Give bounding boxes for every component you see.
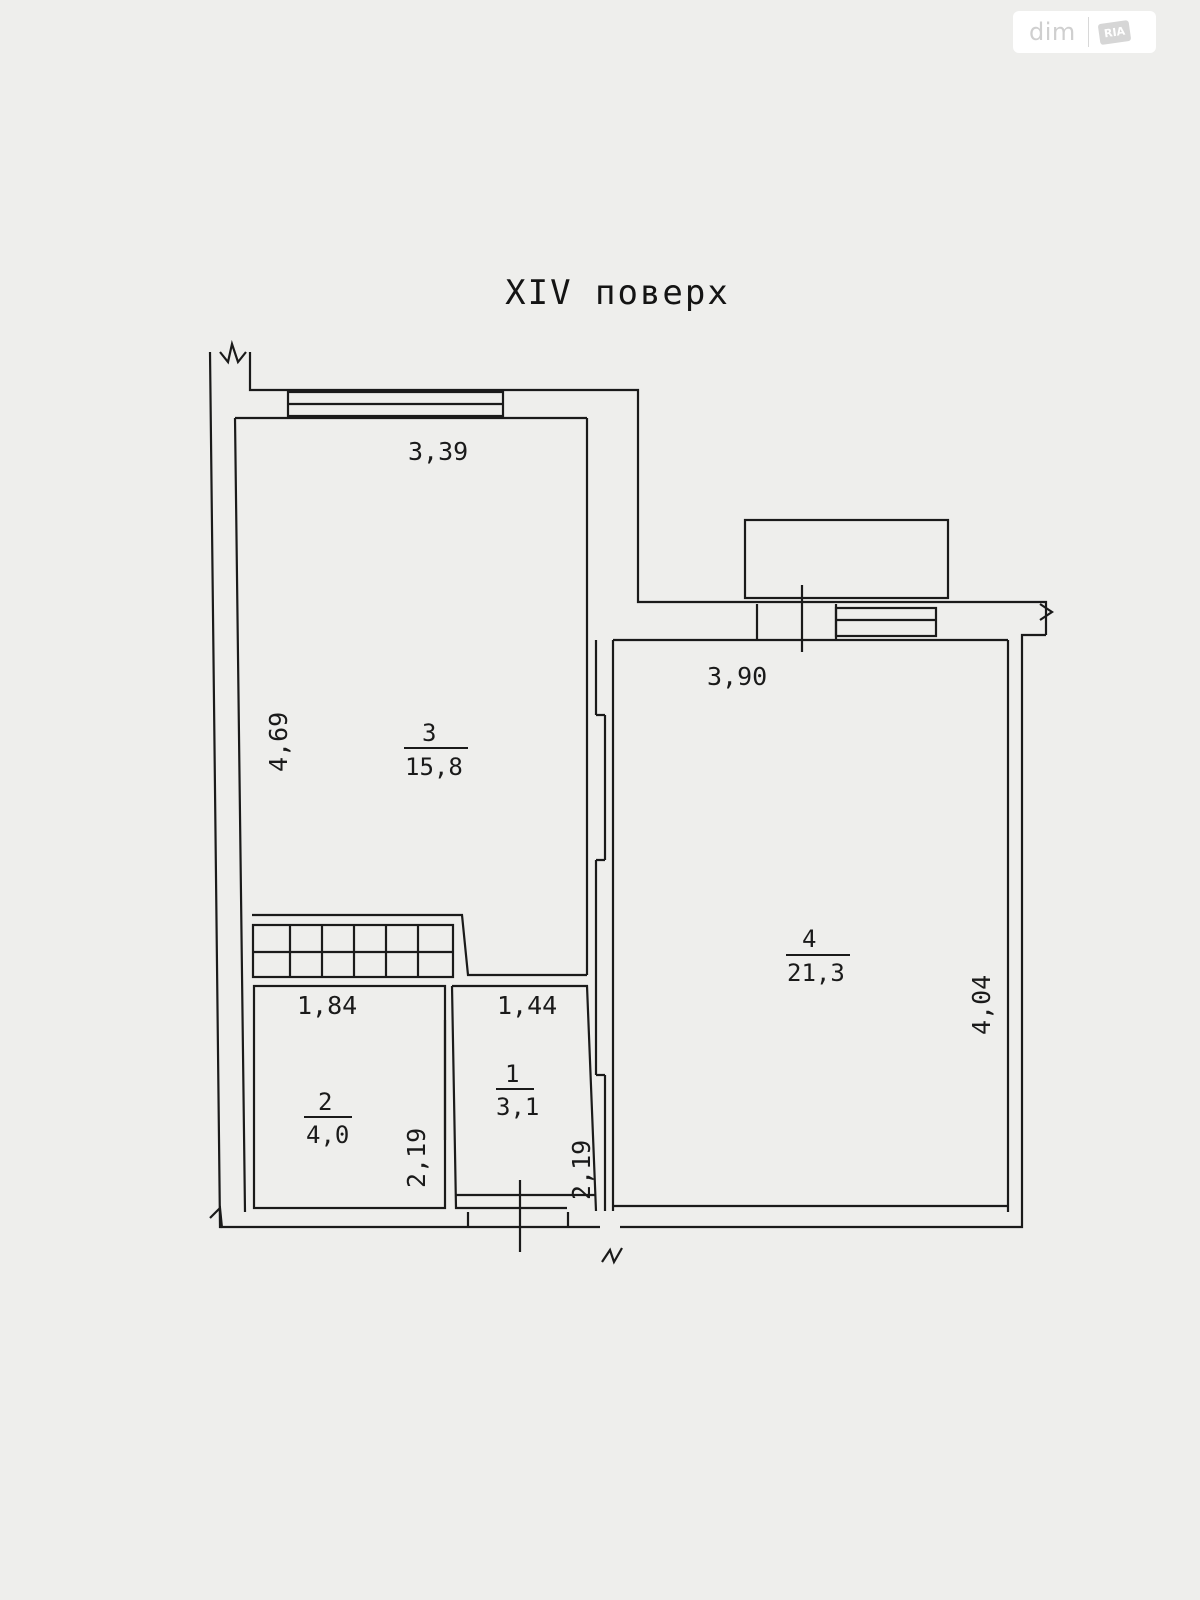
watermark-separator xyxy=(1087,17,1089,47)
exterior-wall-inner xyxy=(233,416,615,1213)
room-1-depth: 2,19 xyxy=(567,1140,596,1200)
room-3-number: 3 xyxy=(422,719,436,747)
break-mark-top-left xyxy=(219,339,247,365)
room-1-number: 1 xyxy=(505,1060,519,1088)
dim-ria-watermark: dim RIA xyxy=(1013,11,1156,53)
room-4-area: 21,3 xyxy=(787,959,845,987)
entrance-door xyxy=(466,1180,570,1252)
room-3-width: 3,39 xyxy=(408,437,468,466)
room-2-depth: 2,19 xyxy=(402,1128,431,1188)
room-3-bottom-wall xyxy=(252,913,587,977)
balcony xyxy=(743,518,950,600)
balcony-door xyxy=(755,585,838,652)
break-mark-right xyxy=(1039,603,1054,621)
window-room-4 xyxy=(834,606,938,638)
room-4-width: 3,90 xyxy=(707,662,767,691)
room-2-area: 4,0 xyxy=(306,1121,349,1149)
storage-grid xyxy=(251,923,455,979)
room-4-depth: 4,04 xyxy=(967,975,996,1035)
room-1-walls xyxy=(450,984,598,1212)
room-3-depth: 4,69 xyxy=(264,712,293,772)
room-2-number: 2 xyxy=(318,1088,332,1116)
break-mark-bottom-left xyxy=(209,1205,224,1229)
room-3-area: 15,8 xyxy=(405,753,463,781)
floor-title: XIV поверх xyxy=(505,273,730,313)
room-1-area: 3,1 xyxy=(496,1093,539,1121)
watermark-text: dim xyxy=(1029,18,1076,46)
exterior-wall-outer xyxy=(208,351,1048,1229)
break-mark-bottom xyxy=(601,1247,623,1265)
room-4-number: 4 xyxy=(802,925,816,953)
partition-3-4 xyxy=(594,640,607,1211)
room-2-width: 1,84 xyxy=(297,991,357,1020)
room-1-width: 1,44 xyxy=(497,991,557,1020)
